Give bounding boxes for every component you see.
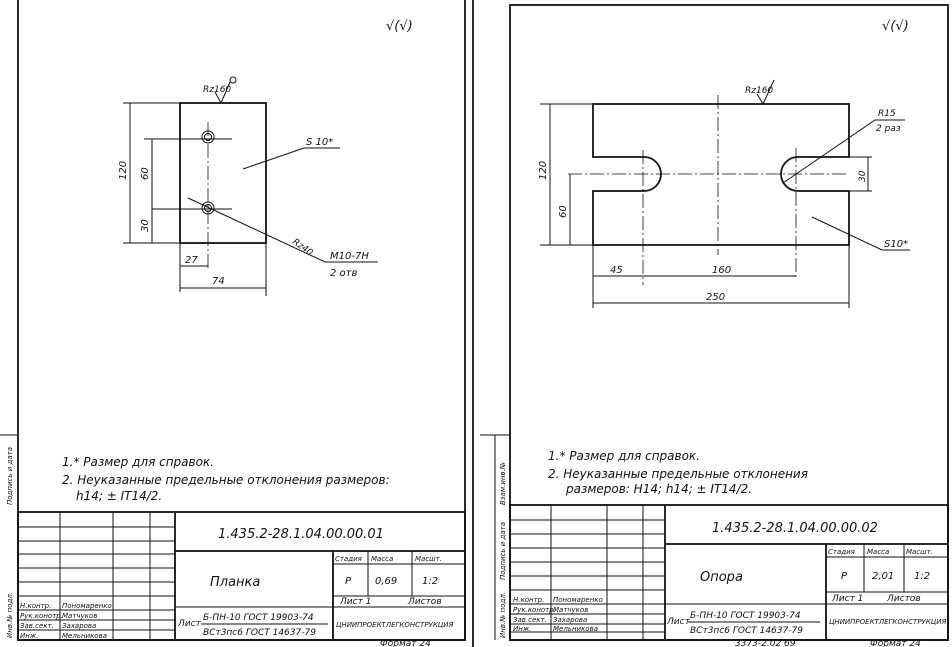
side-label: Подпись и дата (6, 447, 14, 505)
hole (201, 201, 215, 215)
hole-inner (204, 204, 212, 212)
leader-line (187, 197, 378, 263)
dim-left: 45 (610, 265, 623, 276)
mass-value: 2,01 (872, 571, 894, 582)
note: размеров: H14; h14; ± IT14/2. (565, 482, 752, 496)
doc-number: 1.435.2-28.1.04.00.00.01 (218, 527, 384, 542)
dim-holes: 60 (140, 167, 151, 180)
roughness-symbol (756, 79, 775, 106)
material-spec: Б-ПН-10 ГОСТ 19903-74 (690, 611, 801, 621)
signer-role: Рук.конотр. (513, 606, 556, 614)
stage-label: Стадия (828, 548, 855, 556)
leader-line (782, 119, 905, 184)
scale-value: 1:2 (422, 576, 438, 587)
sheet-number: Лист 1 (831, 594, 863, 604)
roughness-symbol (214, 81, 231, 105)
scale-label: Масшт. (415, 555, 442, 563)
part-name: Опора (700, 570, 743, 585)
mass-label: Масса (371, 555, 393, 563)
stage-label: Стадия (335, 555, 362, 563)
part-name: Планка (210, 575, 260, 590)
note: 2. Неуказанные предельные отклонения (548, 467, 808, 481)
material-grade: ВСт3пс6 ГОСТ 14637-79 (690, 626, 803, 636)
radius-count: 2 раз (876, 124, 901, 134)
leader-line (242, 147, 340, 170)
signer-role: Зав.сект. (513, 616, 547, 624)
stage-value: Р (345, 576, 352, 587)
dim-half: 60 (558, 205, 569, 218)
thickness-label: S10* (884, 239, 908, 250)
signer-role: Н.контр. (20, 602, 51, 610)
sheet-number: Лист 1 (339, 597, 371, 607)
radius-label: R15 (878, 109, 896, 119)
signer-name: Мельникова (553, 625, 598, 633)
material-label: Лист (666, 617, 691, 627)
mass-value: 0,69 (375, 576, 397, 587)
note: h14; ± IT14/2. (76, 489, 162, 503)
corner-roughness-mark: √(√) (386, 19, 413, 34)
title-block-frame (17, 511, 466, 641)
signer-role: Инж. (20, 632, 38, 640)
part-outline (179, 102, 267, 244)
dim-bottom: 30 (140, 219, 151, 232)
signer-name: Матчуков (62, 612, 97, 620)
note: 1.* Размер для справок. (548, 449, 700, 463)
dim-offset: 27 (185, 255, 198, 266)
signer-role: Зав.сект. (20, 622, 54, 630)
side-label: Подпись и дата (499, 522, 507, 580)
side-label: Инв.№ подл. (6, 592, 14, 638)
material-grade: ВСт3пс6 ГОСТ 14637-79 (203, 628, 316, 638)
doc-number: 1.435.2-28.1.04.00.00.02 (712, 521, 878, 536)
signer-role: Рук.конотр. (20, 612, 63, 620)
sheet-opora: Инв.№ подл. Подпись и дата Взам.инв.№ √(… (472, 0, 949, 647)
material-label: Лист (177, 619, 202, 629)
roughness-top: Rz160 (203, 85, 231, 95)
footer-code: 3373-2.02 69 (735, 639, 796, 647)
signer-name: Захарова (553, 616, 587, 624)
roughness-circle (229, 76, 237, 84)
dim-center: 160 (712, 265, 731, 276)
title-block-frame (509, 504, 949, 641)
dim-height: 120 (538, 161, 549, 180)
side-label: Инв.№ подл. (499, 592, 507, 638)
format-label: Формат 24 (380, 639, 431, 647)
dim-slot-width: 30 (858, 170, 868, 182)
organization: ЦНИИПРОЕКТЛЕГКОНСТРУКЦИЯ (829, 618, 946, 626)
signer-name: Матчуков (553, 606, 588, 614)
sheet-planka: Инв.№ подл. Подпись и дата √(√) 120 60 3… (0, 0, 466, 647)
format-label: Формат 24 (870, 639, 921, 647)
thread-label: M10-7H (330, 251, 369, 262)
title-block: Н.контр. Пономаренко Рук.конотр. Матчуко… (509, 504, 949, 647)
hole-inner (204, 133, 212, 141)
note: 2. Неуказанные предельные отклонения раз… (62, 473, 390, 487)
scale-label: Масшт. (906, 548, 933, 556)
dim-width: 74 (212, 276, 225, 287)
note: 1.* Размер для справок. (62, 455, 214, 469)
signer-role: Инж. (513, 625, 531, 633)
sheet-count: Листов (886, 594, 921, 604)
signer-name: Мельникова (62, 632, 107, 640)
dim-height: 120 (118, 161, 129, 180)
title-block: Н.контр. Пономаренко Рук.конотр. Матчуко… (17, 511, 466, 647)
leader-line (811, 216, 910, 251)
corner-roughness-mark: √(√) (882, 19, 909, 34)
signer-name: Пономаренко (62, 602, 112, 610)
dim-length: 250 (706, 292, 725, 303)
stage-value: Р (841, 571, 848, 582)
thickness-label: S 10* (306, 137, 333, 148)
signer-role: Н.контр. (513, 596, 544, 604)
scale-value: 1:2 (914, 571, 930, 582)
organization: ЦНИИПРОЕКТЛЕГКОНСТРУКЦИЯ (336, 621, 453, 629)
thread-count: 2 отв (330, 268, 357, 279)
side-label: Взам.инв.№ (499, 462, 507, 505)
signer-name: Пономаренко (553, 596, 603, 604)
signer-name: Захарова (62, 622, 96, 630)
mass-label: Масса (867, 548, 889, 556)
roughness-top: Rz160 (745, 86, 773, 96)
hole (201, 130, 215, 144)
sheet-frame (17, 0, 466, 641)
part-outline (592, 103, 850, 246)
sheet-count: Листов (407, 597, 442, 607)
material-spec: Б-ПН-10 ГОСТ 19903-74 (203, 613, 314, 623)
